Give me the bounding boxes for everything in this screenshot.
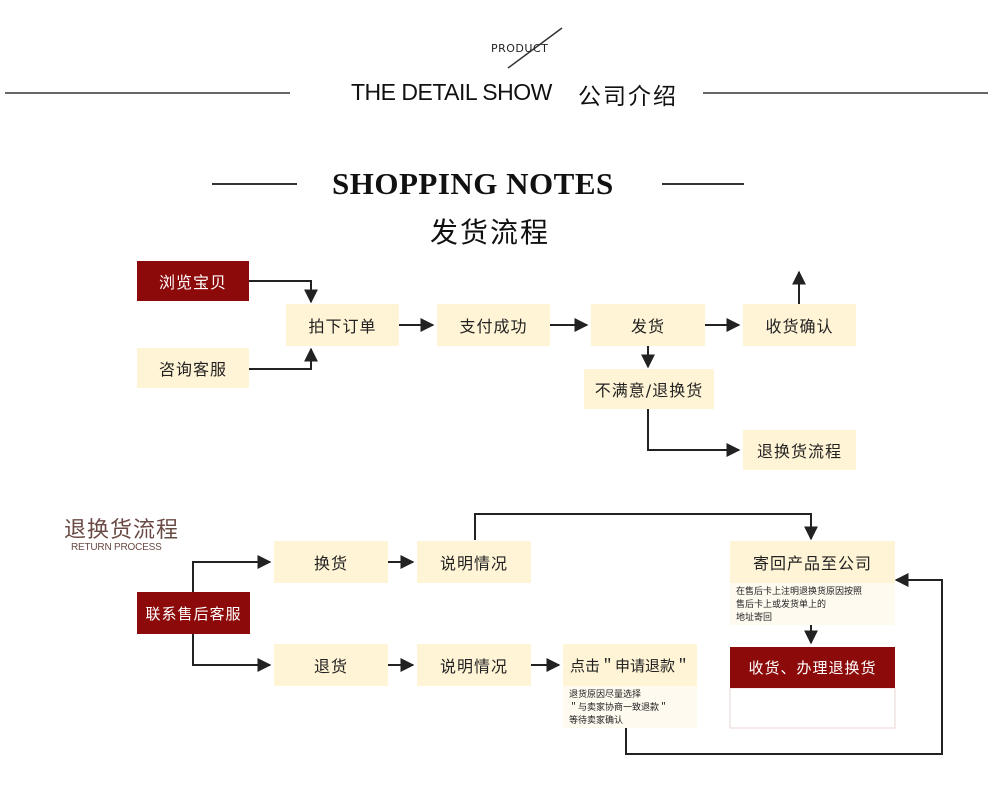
header-detail-show: THE DETAIL SHOW (351, 79, 552, 105)
arrow-explain-to-sendback (474, 513, 818, 541)
send-back-note: 在售后卡上注明退换货原因按照 售后卡上或发货单上的 地址寄回 (730, 583, 895, 625)
ship-box: 发货 (591, 304, 705, 346)
arrow-unsatisfied-to-returnflow (647, 409, 741, 457)
apply-refund-box: 点击＂申请退款＂ (563, 644, 697, 686)
header-product: PRODUCT (491, 42, 549, 55)
arrow-apply-loop-to-receive (625, 573, 943, 755)
return-process-subtitle: RETURN PROCESS (71, 542, 162, 553)
receive-process-box: 收货、办理退换货 (730, 647, 895, 688)
return-flow-box: 退换货流程 (743, 430, 856, 470)
arrow-consult-to-order (249, 347, 318, 370)
shipping-flow-title: 发货流程 (430, 216, 551, 249)
shopping-notes-title: SHOPPING NOTES (332, 166, 614, 201)
explain-box-1: 说明情况 (417, 541, 531, 583)
send-back-box: 寄回产品至公司 (730, 541, 895, 583)
payment-success-box: 支付成功 (437, 304, 550, 346)
arrow-browse-to-order (249, 280, 318, 304)
receive-box-outline (729, 687, 896, 729)
header-company-intro: 公司介绍 (578, 84, 678, 110)
place-order-box: 拍下订单 (286, 304, 399, 346)
arrow-contact-to-refund (192, 634, 272, 672)
apply-refund-note: 退货原因尽量选择 ＂与卖家协商一致退款＂ 等待卖家确认 (563, 686, 697, 728)
browse-box: 浏览宝贝 (137, 261, 249, 301)
return-process-title: 退换货流程 (64, 518, 180, 543)
refund-box: 退货 (274, 644, 388, 686)
exchange-box: 换货 (274, 541, 388, 583)
confirm-receipt-box: 收货确认 (743, 304, 856, 346)
header-slash (507, 27, 563, 69)
consult-box: 咨询客服 (137, 348, 249, 388)
unsatisfied-box: 不满意/退换货 (584, 369, 714, 409)
contact-service-box: 联系售后客服 (137, 592, 250, 634)
explain-box-2: 说明情况 (417, 644, 531, 686)
arrow-contact-to-exchange (192, 555, 272, 592)
